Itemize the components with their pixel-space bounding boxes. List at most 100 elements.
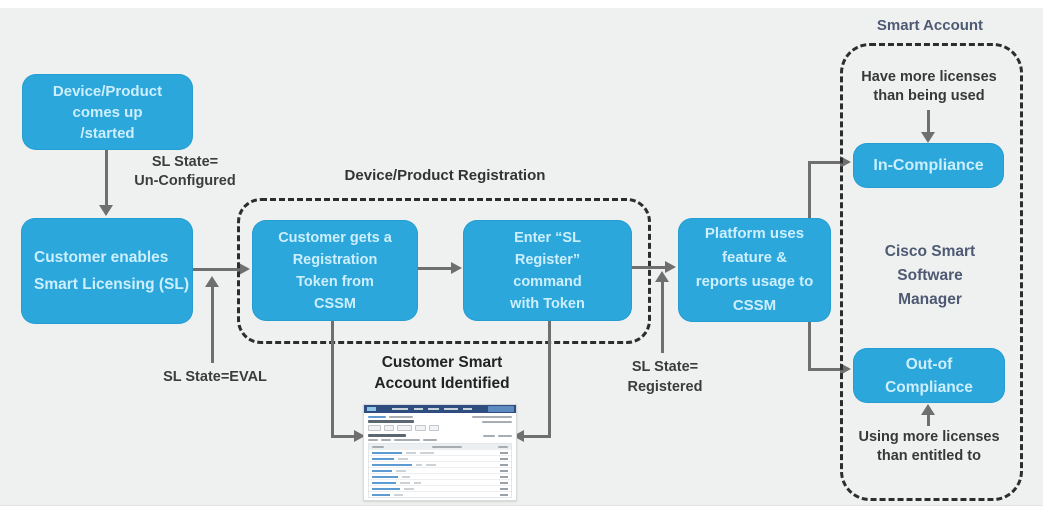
thumb-menu-item [444,408,458,410]
label-line: Software [897,267,963,284]
thumb-menu-item [414,408,423,410]
connector-platform-up-h [808,161,841,164]
thumb-menu-item [392,408,408,410]
thumb-button [397,425,412,431]
thumb-table-row [369,455,511,461]
thumb-text [482,420,512,423]
arrowhead-sl-registered [655,271,669,282]
connector-token-down-h [331,435,355,438]
label-line: SL State= [631,359,699,375]
connector-enable-to-token [193,268,240,271]
label-line: Registered [627,379,703,395]
node-platform-reports-usage: Platform uses feature & reports usage to… [678,218,831,322]
connector-platform-up [808,161,811,218]
arrowhead-into-thumb-right [513,430,524,442]
arrowhead-device-to-enable [99,205,113,216]
thumb-tab [423,439,437,441]
thumb-header-bar [364,405,516,413]
thumb-license-table [368,443,512,498]
cisco-logo-icon [367,407,376,411]
thumb-text [472,416,512,418]
label-line: Have more licenses [861,69,997,85]
thumb-table-row [369,485,511,491]
thumb-button [429,425,439,431]
label-line: Cisco Smart [884,243,976,260]
node-line: Compliance [885,378,973,396]
thumb-table-row [369,473,511,479]
registration-group-border [237,198,651,344]
node-line: Register” [514,251,581,268]
connector-token-to-register [418,267,452,270]
cssm-portal-thumbnail [363,404,517,501]
label-line: than being used [873,88,985,104]
thumb-text [498,434,512,437]
arrowhead-into-thumb-left [354,430,365,442]
thumb-section-title [368,434,406,437]
node-line: Registration [292,251,378,268]
connector-platform-down-h [808,368,841,371]
thumb-page-title [368,420,414,423]
node-line: Device/Product [52,82,163,100]
arrowhead-enable-to-token [239,263,250,275]
arrowhead-sl-eval [205,276,219,287]
node-line: Smart Licensing (SL) [34,276,190,293]
thumb-button [415,425,426,431]
connector-register-down-h [524,435,551,438]
node-in-compliance: In-Compliance [853,143,1004,188]
thumb-body [364,413,516,501]
connector-sl-eval [211,287,214,363]
node-out-of-compliance: Out-of Compliance [853,348,1005,403]
thumb-table-row [369,479,511,485]
node-line: reports usage to [695,273,814,290]
label-smart-account-title: Smart Account [876,17,984,34]
thumb-header-button [488,406,514,412]
thumb-button [368,425,381,431]
connector-device-to-enable [105,150,108,205]
connector-using-more-up [927,414,930,426]
thumb-table-row [369,461,511,467]
label-line: Un-Configured [134,173,236,189]
label-have-more-licenses: Have more licenses than being used [848,68,1010,106]
node-line: with Token [510,295,585,312]
arrowhead-register-to-platform [665,261,676,273]
connector-have-more-down [927,110,930,132]
label-line: Using more licenses [858,429,1000,445]
label-sl-state-registered: SL State= Registered [606,357,724,397]
node-get-registration-token: Customer gets a Registration Token from … [252,220,418,321]
label-line: Account Identified [374,375,510,392]
connector-register-to-platform [632,266,666,269]
connector-token-down [331,321,334,438]
arrowhead-have-more-down [921,132,935,143]
label-cisco-smart-software-manager: Cisco Smart Software Manager [860,240,1000,312]
label-line: Customer Smart [381,354,503,371]
node-line: Enter “SL [514,229,581,246]
label-account-identified: Customer Smart Account Identified [360,352,524,394]
connector-platform-down [808,322,811,371]
arrowhead-to-out-of-compliance [840,363,851,375]
node-line: comes up [72,103,143,121]
connector-sl-registered [661,282,664,353]
thumb-tab [394,439,420,441]
label-line: Manager [898,291,962,308]
node-line: Customer gets a [278,229,392,246]
label-sl-state-eval: SL State=EVAL [163,369,267,385]
thumb-button [384,425,394,431]
thumb-tab [381,439,391,441]
thumb-table-row [369,467,511,473]
thumb-menu-item [428,408,439,410]
thumb-text [483,434,495,437]
smart-account-group-border [840,43,1023,501]
thumb-table-row [369,449,511,455]
label-line: than entitled to [877,448,981,464]
node-line: CSSM [732,297,777,314]
thumb-col [432,445,462,448]
node-device-comes-up: Device/Product comes up /started [22,74,193,150]
label-registration-title: Device/Product Registration [344,167,546,184]
node-line: In-Compliance [873,156,984,174]
node-line: Out-of [905,355,953,373]
node-line: /started [80,124,135,142]
arrowhead-to-in-compliance [840,156,851,168]
arrowhead-token-to-register [451,262,462,274]
connector-register-down [548,321,551,438]
